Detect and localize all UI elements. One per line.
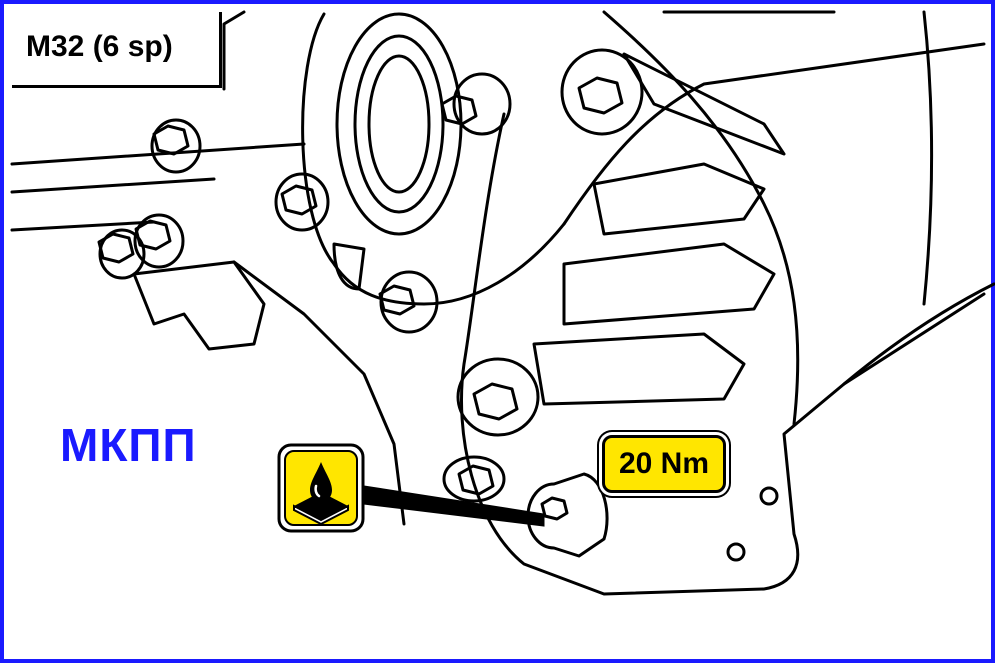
input-shaft-seal	[367, 54, 431, 194]
housing-rib	[622, 52, 786, 156]
bolt	[440, 72, 512, 136]
bolt	[442, 455, 506, 503]
housing-line	[10, 142, 306, 166]
housing-rib	[592, 162, 766, 236]
oil-fill-plug	[526, 472, 609, 558]
bolt	[274, 172, 330, 232]
bolt	[378, 270, 439, 334]
bell-housing-outline	[922, 10, 933, 306]
housing-line	[132, 260, 266, 351]
torque-badge: 20 Nm	[602, 435, 726, 493]
housing-rib	[532, 332, 746, 406]
bolt	[97, 228, 146, 280]
bell-housing-outline	[842, 282, 995, 386]
bell-housing-outline	[301, 12, 566, 306]
bolt	[133, 213, 185, 269]
model-label: M32 (6 sp)	[26, 30, 173, 63]
model-label-box	[12, 12, 222, 88]
bell-housing-outline	[602, 10, 800, 426]
housing-rib	[562, 242, 776, 326]
transmission-label: МКПП	[60, 419, 197, 471]
dowel-pin	[332, 242, 366, 291]
housing-line	[10, 177, 216, 194]
bolt	[150, 118, 202, 174]
housing-hole	[759, 486, 779, 506]
bell-housing-outline	[562, 42, 986, 226]
housing-line	[10, 220, 156, 232]
bolt	[456, 357, 540, 437]
gearbox-line-drawing	[10, 10, 995, 596]
housing-hole	[726, 542, 746, 562]
housing-line	[222, 10, 246, 91]
bolt	[560, 48, 644, 136]
oil-drop-icon	[277, 443, 365, 533]
housing-line	[232, 260, 406, 526]
torque-value: 20 Nm	[618, 447, 710, 480]
leader-line	[363, 485, 545, 527]
input-shaft-seal	[353, 34, 445, 214]
